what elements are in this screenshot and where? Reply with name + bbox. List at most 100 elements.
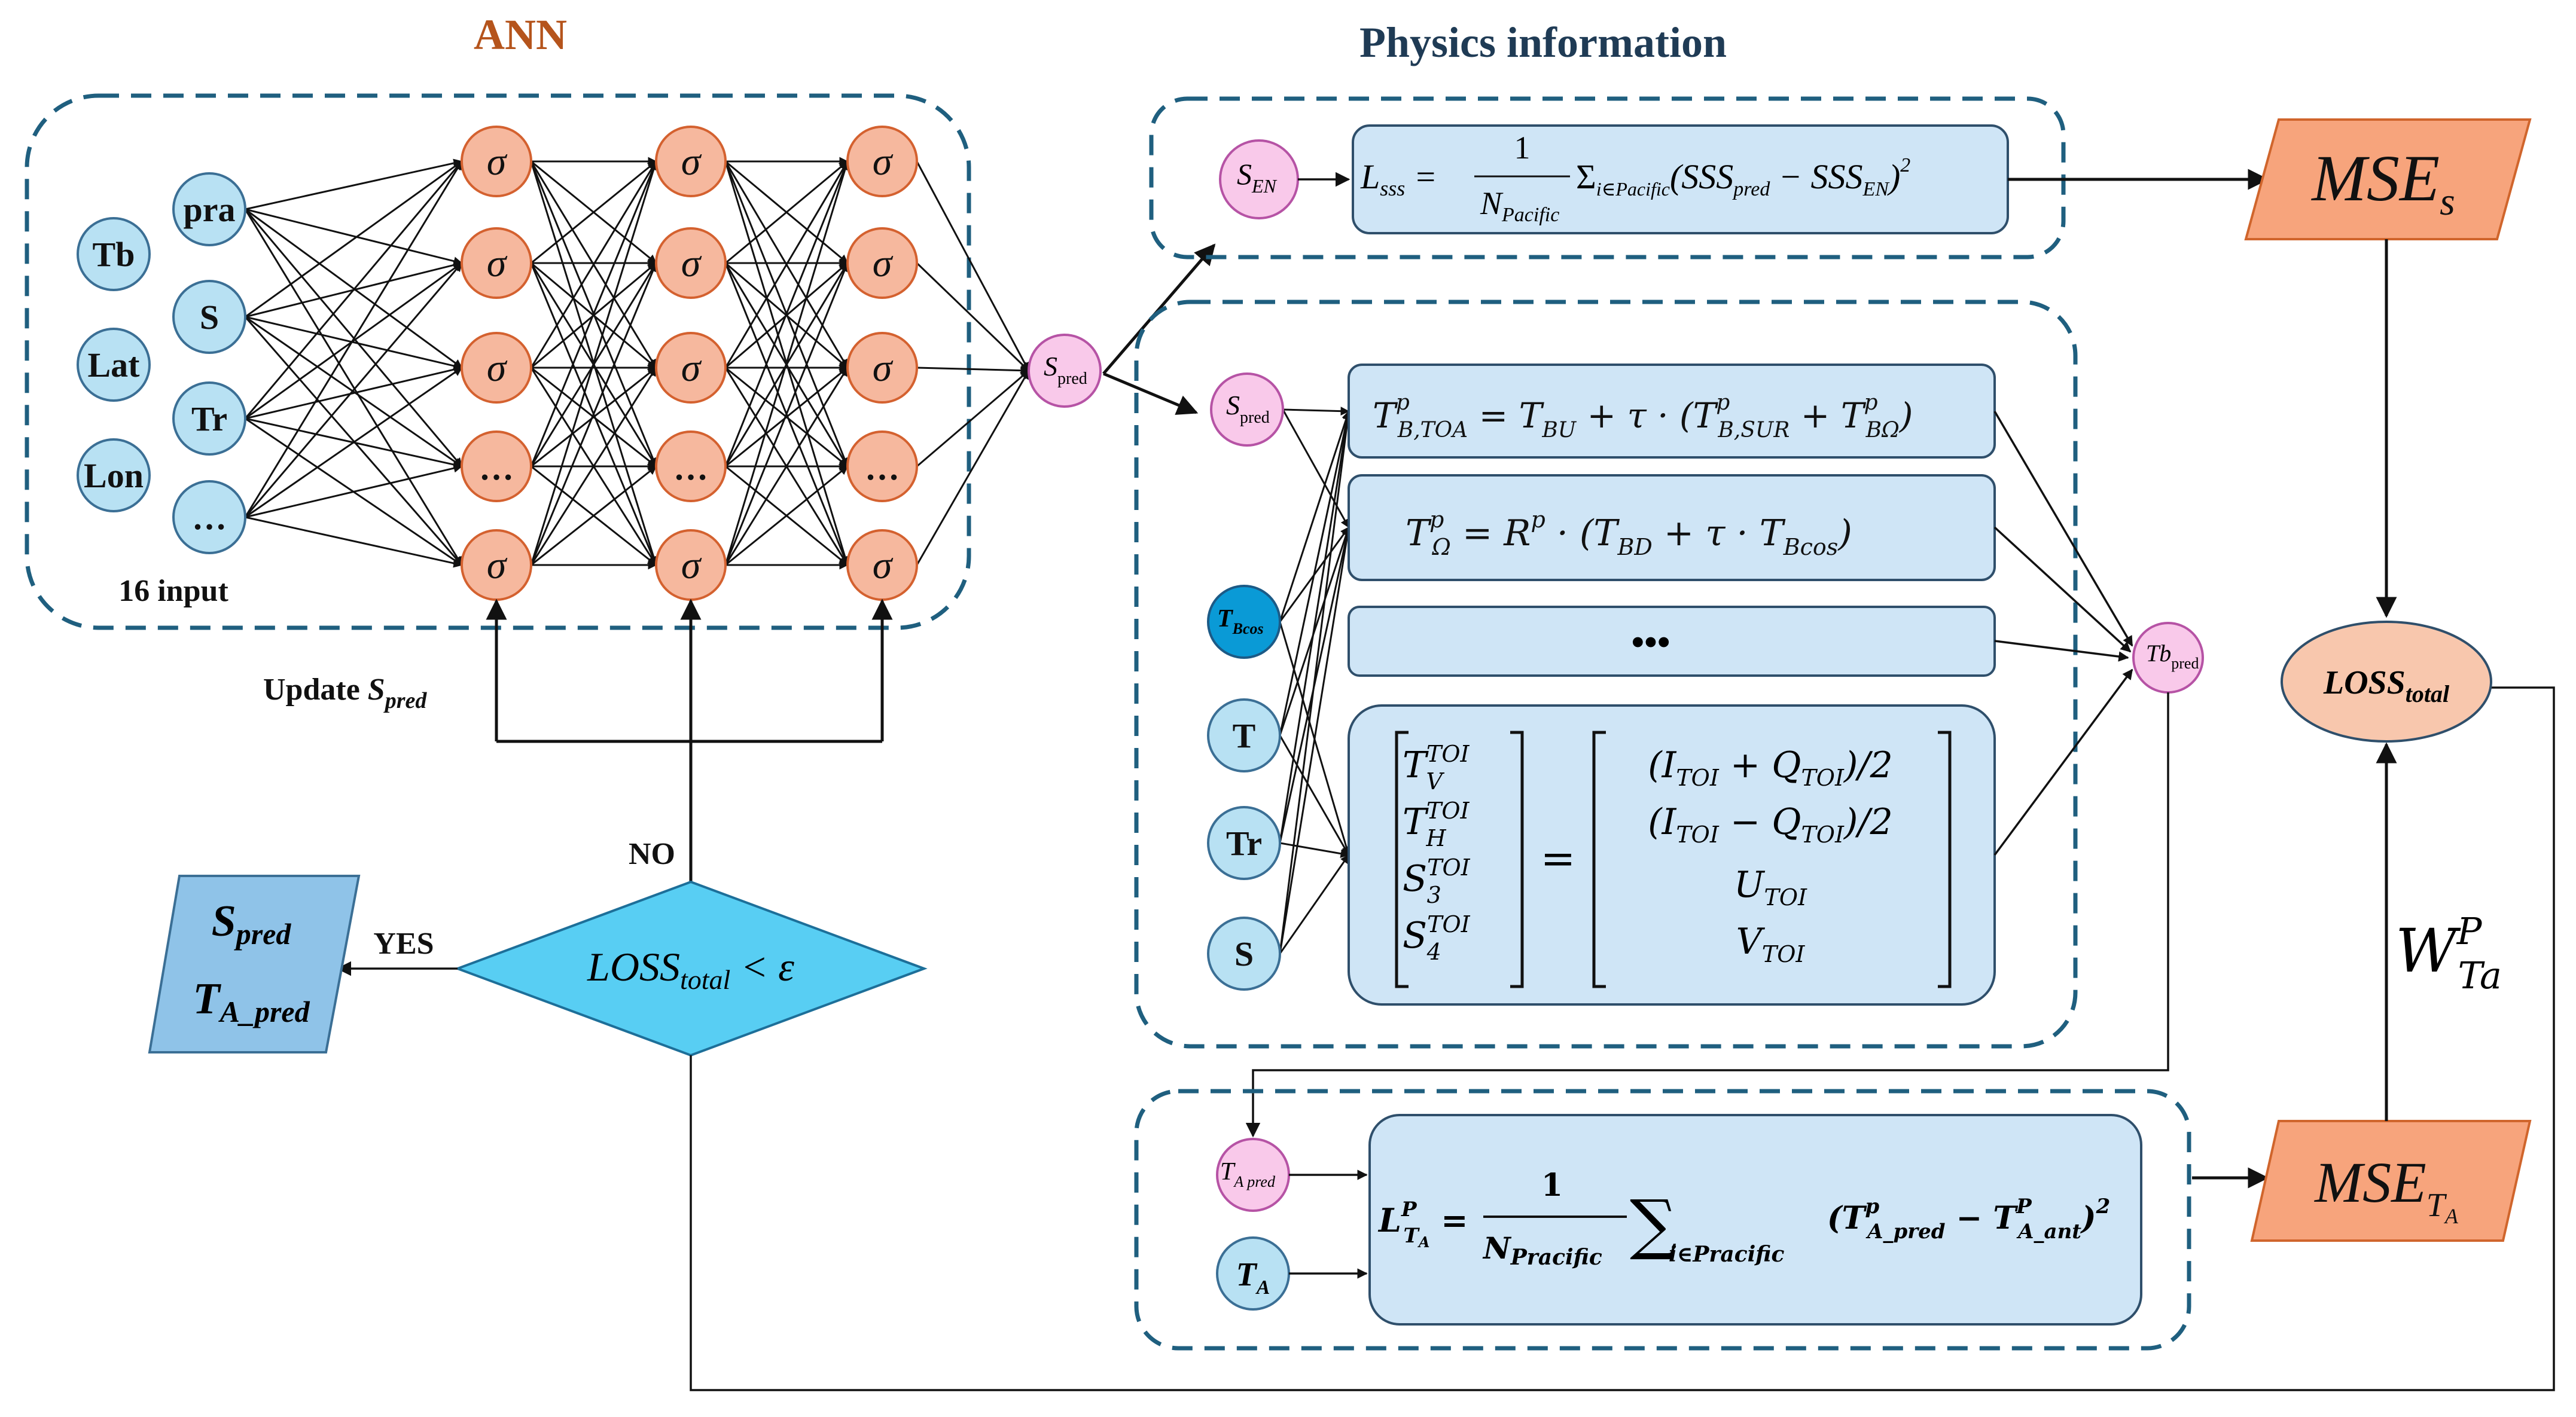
hidden-node: …: [655, 430, 727, 502]
svg-text:pra: pra: [184, 190, 236, 229]
input-node-lon: Lon: [77, 438, 151, 512]
hidden-node: σ: [655, 529, 727, 601]
svg-text:(ITOI + QTOI)/2: (ITOI + QTOI)/2: [1648, 744, 1893, 791]
svg-text:NPracific: NPracific: [1482, 1230, 1602, 1270]
svg-text:Spred: Spred: [1044, 351, 1087, 388]
svg-text:1: 1: [1514, 130, 1531, 166]
svg-text:(ITOI − QTOI)/2: (ITOI − QTOI)/2: [1648, 801, 1893, 848]
svg-text:Lat: Lat: [88, 346, 141, 384]
svg-text:Σi∈Pacific(SSSpred − SSSEN)2: Σi∈Pacific(SSSpred − SSSEN)2: [1576, 154, 1910, 200]
convergence-condition: LOSStotal < ε: [587, 944, 794, 995]
ann-title: ANN: [474, 11, 567, 59]
svg-text:σ: σ: [487, 242, 508, 285]
rtm-input-edges: [1279, 407, 1352, 954]
hidden-node: σ: [655, 227, 727, 299]
rtm-node-s: S: [1207, 917, 1281, 991]
svg-text:…: …: [673, 448, 708, 487]
svg-text:T: T: [1233, 716, 1256, 755]
sen-node: SEN: [1219, 139, 1299, 219]
svg-text:σ: σ: [487, 543, 508, 587]
other-equations-box: [1348, 606, 1996, 677]
svg-text:Tr: Tr: [191, 399, 227, 438]
hidden-node: σ: [846, 126, 918, 197]
physics-title: Physics information: [1359, 19, 1727, 66]
toa-equation-box: [1348, 364, 1996, 459]
svg-text:UTOI: UTOI: [1734, 864, 1807, 911]
input-node-more: …: [172, 480, 246, 554]
network-edges: [244, 157, 1030, 570]
hidden-node: σ: [655, 332, 727, 404]
svg-text:VTOI: VTOI: [1736, 921, 1806, 967]
input-node-s: S: [172, 280, 246, 354]
svg-text:σ: σ: [681, 242, 702, 285]
final-result: [148, 875, 361, 1053]
svg-text:TBcos: TBcos: [1217, 605, 1264, 637]
svg-text:LOSStotal: LOSStotal: [2323, 664, 2450, 707]
hidden-node: σ: [846, 227, 918, 299]
result-s-pred: Spred: [212, 897, 292, 951]
svg-text:σ: σ: [873, 140, 894, 184]
svg-text:Lsss =: Lsss =: [1360, 157, 1437, 200]
svg-text:(TpA_pred − TPA_ant)2: (TpA_pred − TPA_ant)2: [1827, 1195, 2110, 1244]
hidden-node: σ: [846, 332, 918, 404]
svg-text:MSEs: MSEs: [2310, 142, 2455, 224]
svg-text:σ: σ: [873, 242, 894, 285]
input-node-tb: Tb: [77, 217, 151, 291]
hidden-node: σ: [846, 529, 918, 601]
physics-mid-container: [1134, 300, 2078, 1049]
input-node-lat: Lat: [77, 328, 151, 402]
svg-text:S: S: [1234, 935, 1254, 973]
ta-loss-equation-box: [1368, 1114, 2142, 1326]
ta-node: TA: [1216, 1236, 1290, 1311]
svg-text:TA: TA: [1236, 1256, 1270, 1299]
ann-output-node: Spred: [1028, 334, 1102, 408]
yes-label: YES: [373, 927, 434, 961]
svg-text:…: …: [479, 448, 514, 487]
svg-text:σ: σ: [487, 346, 508, 390]
input-node-pra: pra: [172, 172, 246, 246]
svg-text:…: …: [865, 448, 900, 487]
svg-text:=: =: [1541, 834, 1576, 883]
input-node-tr: Tr: [172, 381, 246, 456]
svg-text:σ: σ: [873, 346, 894, 390]
result-ta-pred: TA_pred: [193, 975, 310, 1028]
mse-s: [2244, 118, 2532, 240]
svg-text:Tr: Tr: [1226, 824, 1262, 863]
tb-pred-node: Tbpred: [2132, 622, 2204, 694]
svg-text:SEN: SEN: [1237, 157, 1278, 197]
rtm-node-s-pred: Spred: [1210, 372, 1284, 447]
svg-text:Tbpred: Tbpred: [2146, 640, 2199, 672]
hidden-node: …: [461, 430, 532, 502]
svg-text:σ: σ: [873, 543, 894, 587]
svg-text:∑: ∑: [1630, 1186, 1677, 1262]
other-equations: •••: [1631, 622, 1670, 663]
hidden-node: …: [846, 430, 918, 502]
svg-text:1: 1: [1541, 1167, 1563, 1204]
rtm-node-tbcos: TBcos: [1207, 585, 1281, 659]
hidden-node: σ: [461, 227, 532, 299]
ta-pred-node: TA pred: [1216, 1138, 1290, 1212]
mse-ta: [2250, 1120, 2532, 1242]
update-label: Update Spred: [263, 673, 427, 713]
svg-text:MSETA: MSETA: [2313, 1150, 2459, 1228]
svg-text:σ: σ: [681, 543, 702, 587]
svg-text:Tb: Tb: [93, 235, 135, 274]
svg-text:TA pred: TA pred: [1220, 1158, 1276, 1190]
rtm-node-t: T: [1207, 698, 1281, 772]
svg-text:…: …: [192, 498, 227, 537]
physics-bottom-container: [1134, 1089, 2191, 1351]
svg-text:Spred: Spred: [1226, 390, 1270, 427]
hidden-node: σ: [461, 332, 532, 404]
sss-loss-equation: Lsss = 1 NPacific Σi∈Pacific(SSSpred − S…: [1360, 130, 1910, 226]
hidden-node: σ: [655, 126, 727, 197]
